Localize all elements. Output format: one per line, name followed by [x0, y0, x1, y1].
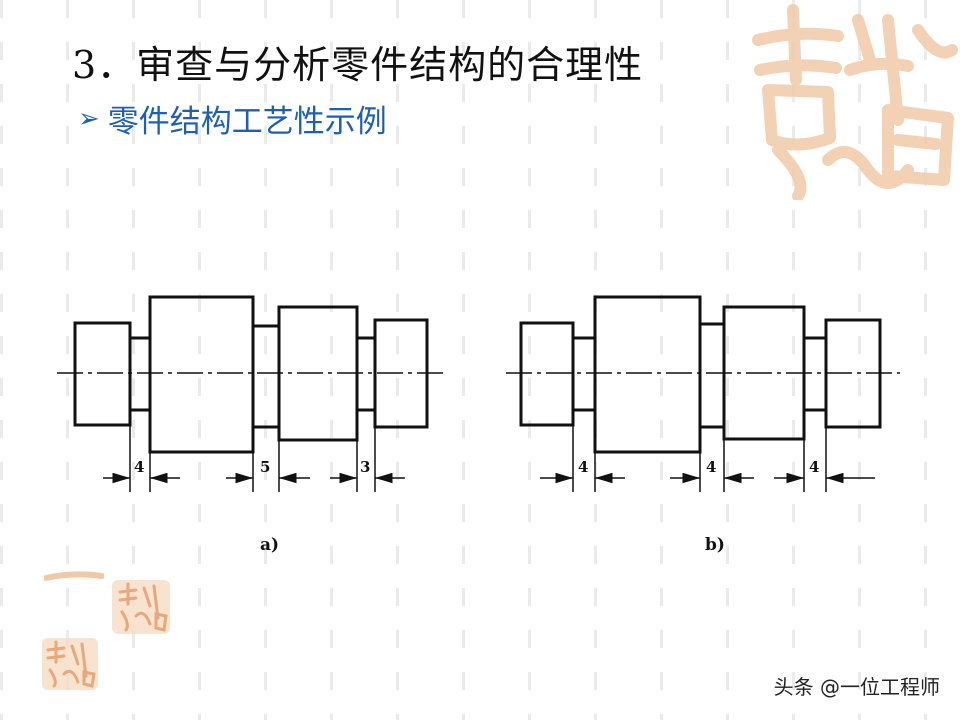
shaft-b-groove-2	[698, 322, 726, 429]
shaft-b-groove-3	[802, 336, 828, 412]
small-seal-logo	[112, 580, 170, 634]
dim-label-a-1: 4	[134, 458, 144, 476]
shaft-figure-b	[506, 295, 900, 492]
dim-label-a-3: 3	[360, 458, 370, 476]
source-watermark: 头条 @一位工程师	[773, 675, 940, 699]
caption-b: b)	[705, 535, 725, 555]
small-seal-logo-2	[42, 638, 98, 690]
shaft-b-step-2	[593, 295, 702, 454]
shaft-a-step-1	[73, 321, 132, 427]
shaft-a-step-2	[148, 295, 255, 454]
shaft-a-groove-1	[128, 336, 152, 412]
dim-label-b-2: 4	[706, 458, 716, 476]
caption-a: a)	[260, 535, 279, 555]
shaft-a-groove-2	[251, 324, 281, 429]
slide-title: 3．审查与分析零件结构的合理性	[72, 43, 644, 87]
dim-label-a-2: 5	[260, 458, 270, 476]
shaft-b-step-1	[519, 321, 575, 427]
arrow-bullet-icon: ➢	[78, 103, 100, 134]
shaft-a-groove-3	[355, 336, 377, 412]
subtitle-text: 零件结构工艺性示例	[107, 104, 387, 140]
dim-label-b-3: 4	[809, 458, 819, 476]
dim-label-b-1: 4	[578, 458, 588, 476]
shaft-b-groove-1	[571, 336, 597, 412]
auspicious-seal-logo	[752, 4, 958, 200]
slide-subtitle: ➢ 零件结构工艺性示例	[78, 96, 387, 141]
brush-stroke-decor	[44, 571, 104, 581]
shaft-figure-a	[57, 295, 446, 492]
